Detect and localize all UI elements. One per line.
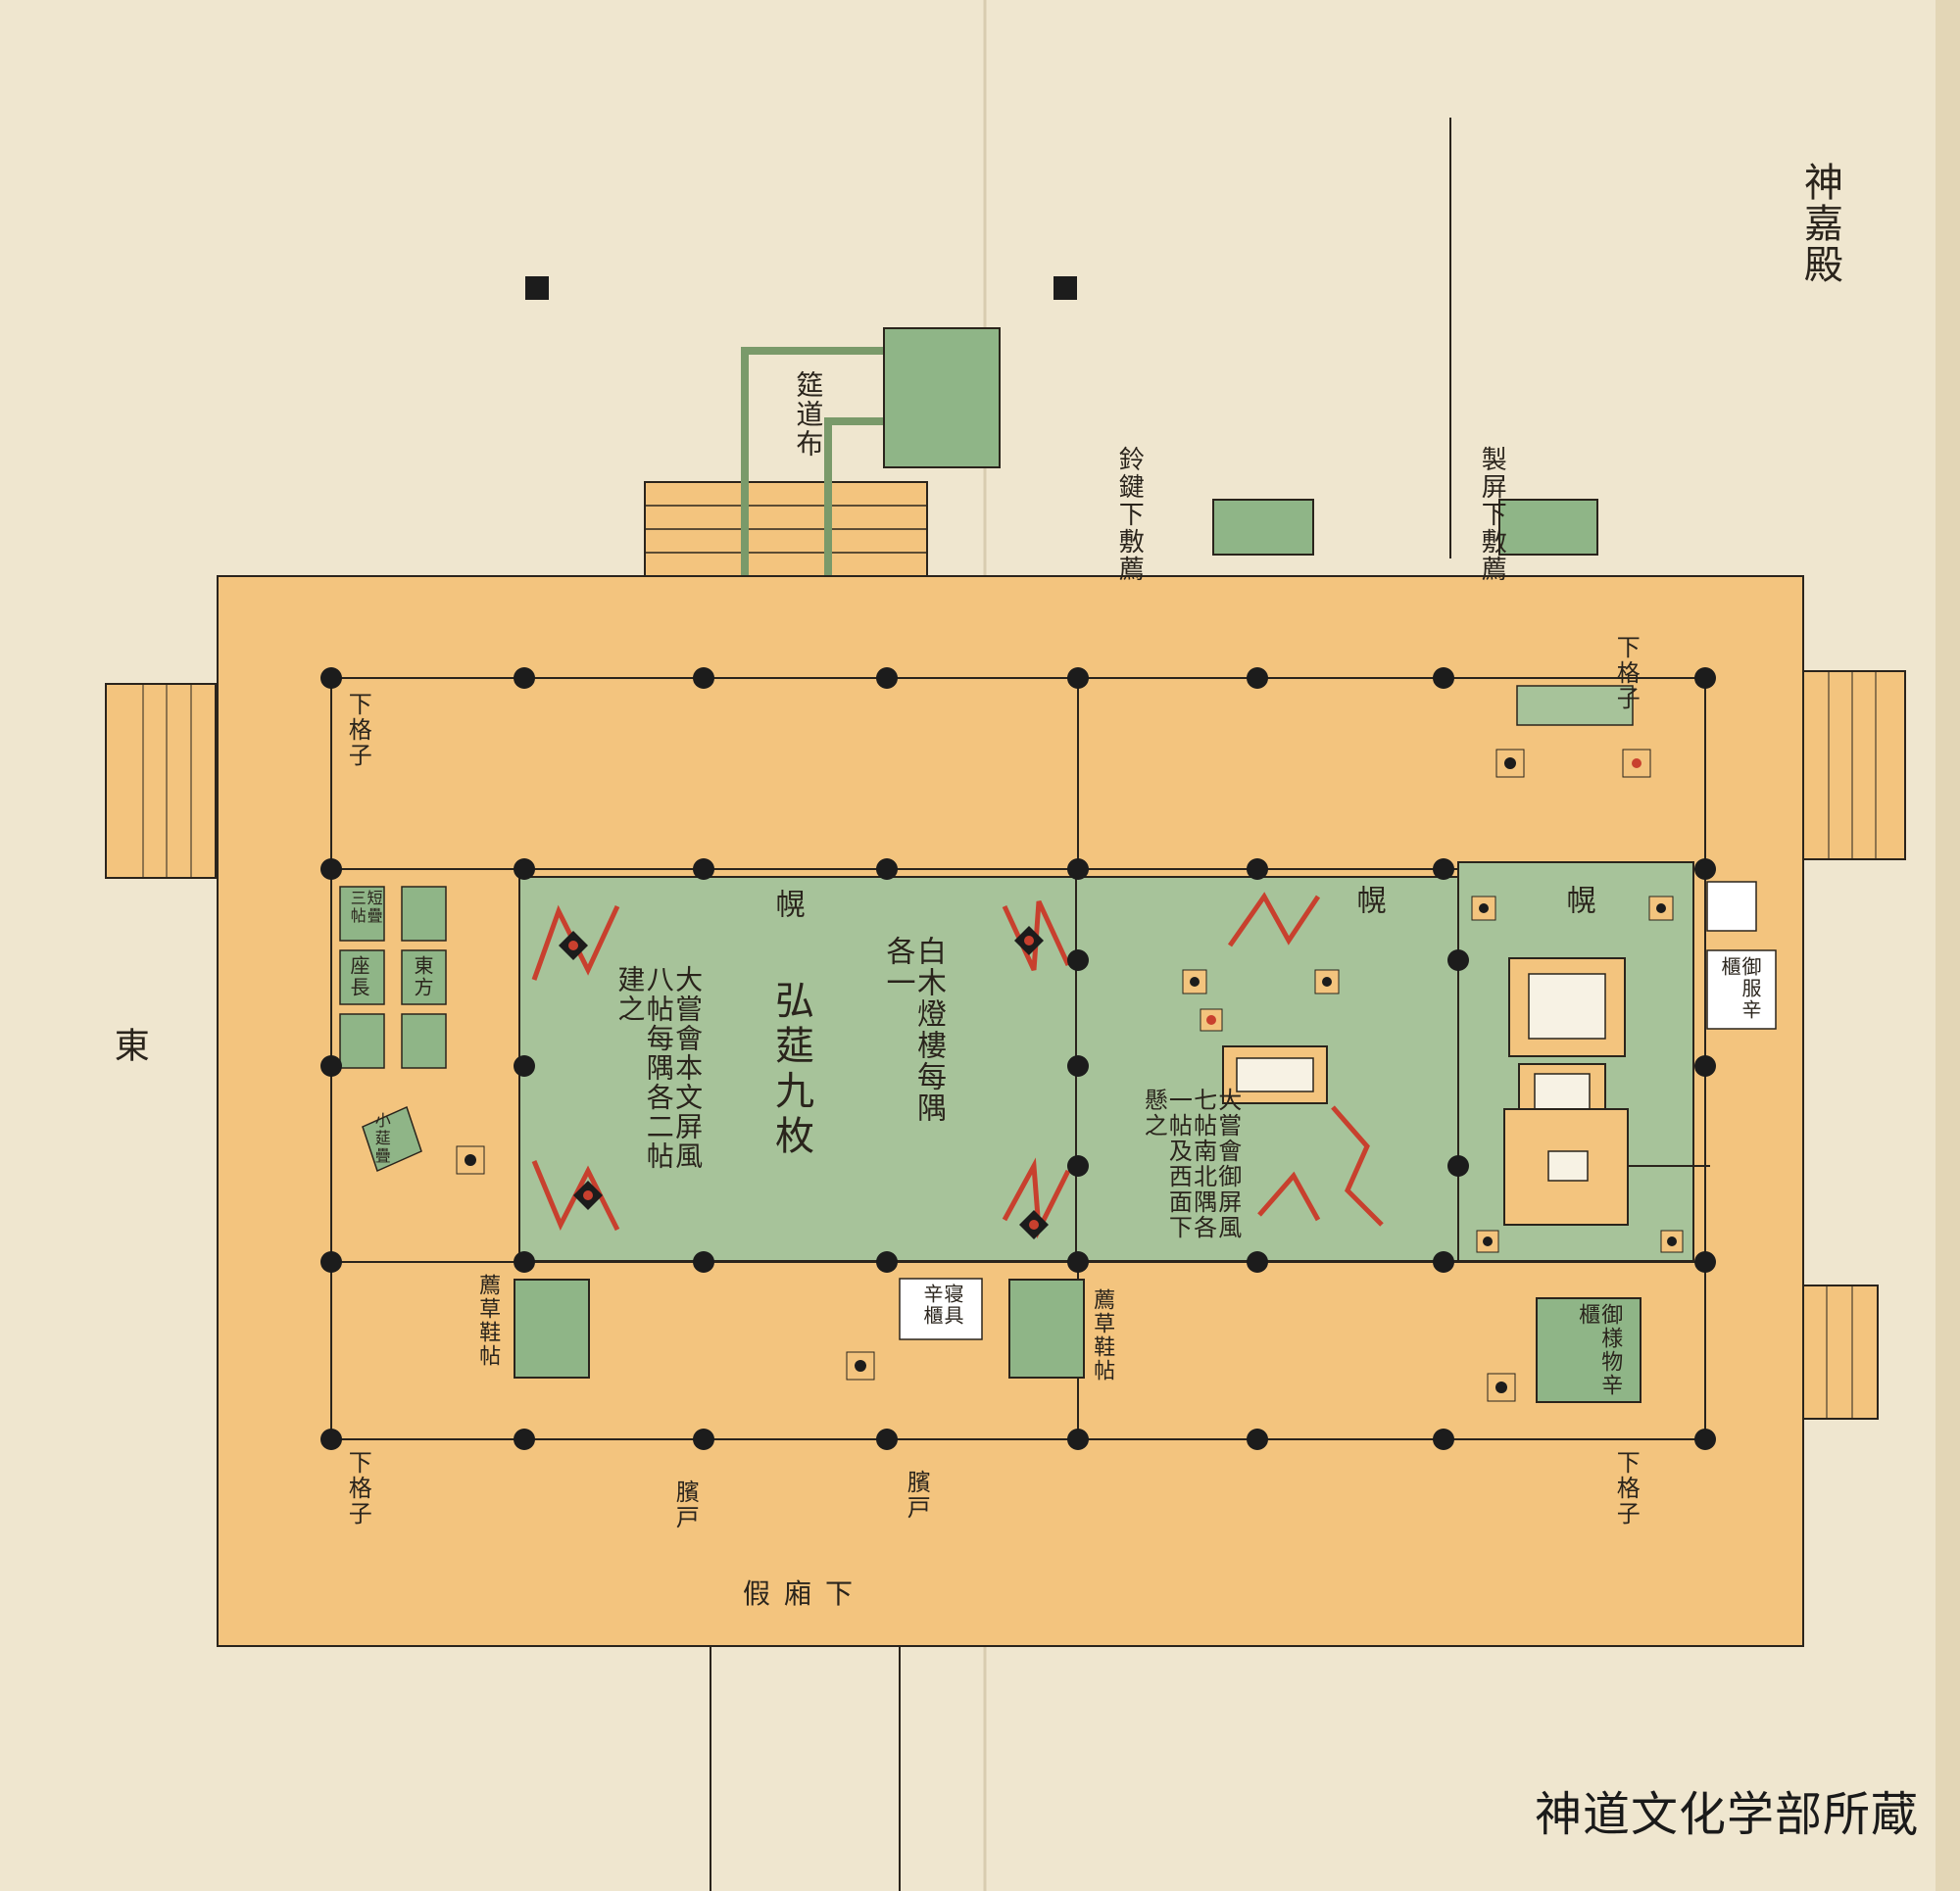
main-mat-area bbox=[518, 876, 1077, 1262]
robe-box bbox=[1706, 949, 1777, 1030]
entrance-mat bbox=[883, 327, 1001, 468]
sleep-box bbox=[899, 1278, 983, 1340]
screen-mat-1 bbox=[1212, 499, 1314, 556]
lamp-note-label: 白木燈樓每隅各一 bbox=[880, 936, 947, 1124]
page-edge bbox=[1936, 0, 1960, 1891]
tatami-se bbox=[1536, 1297, 1642, 1403]
steps-west bbox=[105, 683, 217, 879]
mat-left-3-label: 東方 bbox=[411, 955, 434, 998]
passage-label: 筵道布 bbox=[792, 370, 825, 459]
corridor-label: 假廂下 bbox=[743, 1577, 867, 1610]
pillars bbox=[320, 667, 1716, 1450]
lattice-se-label: 下格子 bbox=[1612, 1450, 1641, 1527]
curtain-3-label: 幌 bbox=[1560, 885, 1595, 916]
mat-runner-left bbox=[741, 347, 884, 681]
lattice-ne-label: 下格子 bbox=[1612, 635, 1641, 711]
sleep-box-label: 寝具辛櫃 bbox=[920, 1284, 964, 1327]
corner-top-right-label: 神嘉殿 bbox=[1797, 162, 1842, 285]
door-1-label: 臏戸 bbox=[671, 1479, 700, 1530]
robe-box-label: 御服辛櫃 bbox=[1718, 956, 1762, 1021]
mat-left-1-label: 短疊三帖 bbox=[347, 890, 383, 925]
lattice-nw-label: 下格子 bbox=[344, 692, 372, 768]
collection-credit: 神道文化学部所蔵 bbox=[1534, 1787, 1919, 1842]
oil-lamp-marks bbox=[456, 749, 1684, 1402]
screen-mat-2 bbox=[1498, 499, 1598, 556]
curtain-1-label: 幌 bbox=[769, 889, 805, 920]
steps-east bbox=[1802, 670, 1906, 860]
door-2-label: 臏戸 bbox=[903, 1470, 931, 1521]
mat-left-4-label: 小莚疊 bbox=[371, 1112, 391, 1165]
mat-bottom-mid-label: 薦草鞋帖 bbox=[1090, 1288, 1115, 1382]
small-mat bbox=[362, 1105, 422, 1173]
mat-left-2-label: 座長 bbox=[347, 955, 370, 998]
right-note-label: 大嘗會御屏風七帖南北隅各一帖及西面下懸之 bbox=[1140, 1088, 1242, 1240]
center-title-label: 弘莚九枚 bbox=[768, 980, 813, 1160]
screen-mat-2-label: 製屏下敷薦 bbox=[1477, 446, 1507, 583]
tatami-sw bbox=[514, 1279, 590, 1379]
mat-bottom-left-label: 薦草鞋帖 bbox=[475, 1274, 501, 1368]
steps-southeast bbox=[1802, 1285, 1879, 1420]
tatami-s bbox=[1008, 1279, 1085, 1379]
curtain-2-label: 幌 bbox=[1350, 885, 1386, 916]
folding-screens-red bbox=[531, 892, 1384, 1239]
east-label: 東 bbox=[108, 1027, 149, 1064]
screen-mat-1-label: 鈴鍵下敷薦 bbox=[1114, 446, 1145, 583]
hall-note-label: 大嘗會本文屏風八帖每隅各二帖建之 bbox=[613, 965, 705, 1171]
lamps bbox=[559, 926, 1049, 1239]
mat-bottom-right-label: 御様物辛櫃 bbox=[1575, 1303, 1623, 1397]
lattice-sw-label: 下格子 bbox=[344, 1450, 372, 1527]
